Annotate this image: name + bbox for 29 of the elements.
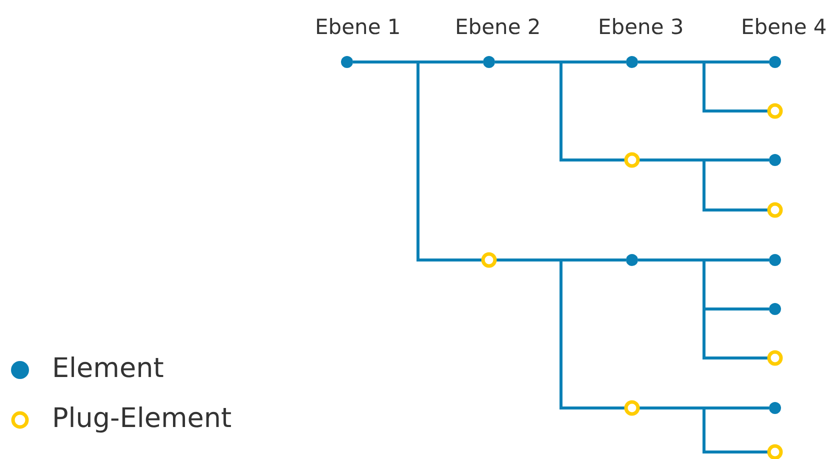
plug-element-ring (624, 400, 640, 416)
element-dot (769, 154, 781, 166)
connector-line (495, 258, 626, 410)
element-dot (341, 56, 353, 68)
legend-text: Element (52, 355, 164, 382)
column-heading: Ebene 1 (315, 17, 401, 38)
element-dot (626, 56, 638, 68)
legend-text: Plug-Element (52, 405, 232, 432)
connector-line (638, 60, 769, 112)
column-heading: Ebene 2 (455, 17, 541, 38)
connector-line (353, 60, 483, 262)
plug-element-ring (767, 350, 783, 366)
connector-line (638, 258, 769, 360)
connector-line (495, 60, 626, 162)
element-dot (769, 56, 781, 68)
column-heading: Ebene 4 (741, 17, 827, 38)
element-dot (769, 254, 781, 266)
connector-line (638, 158, 769, 212)
column-heading: Ebene 3 (598, 17, 684, 38)
plug-element-ring (767, 202, 783, 218)
element-dot (483, 56, 495, 68)
element-dot (626, 254, 638, 266)
element-dot (769, 402, 781, 414)
plug-element-ring (624, 152, 640, 168)
connector-line (638, 406, 769, 454)
plug-element-ring (481, 252, 497, 268)
plug-element-ring (767, 103, 783, 119)
element-dot (769, 303, 781, 315)
plug-element-ring (767, 444, 783, 459)
